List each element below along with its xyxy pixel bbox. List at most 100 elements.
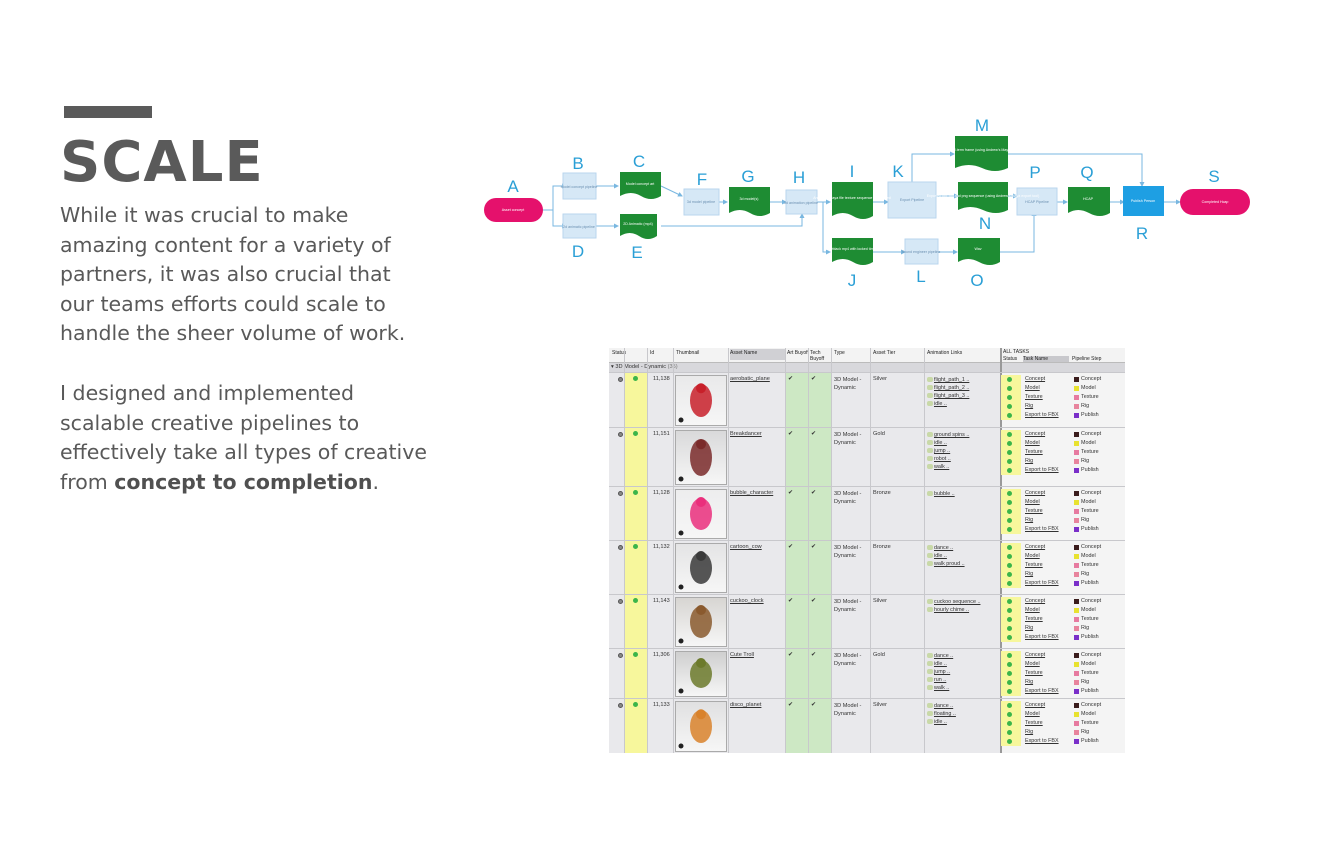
animation-link[interactable]: dance .. — [927, 652, 953, 660]
task-name-link[interactable]: Texture — [1025, 720, 1043, 726]
task-name-link[interactable]: Concept — [1025, 598, 1046, 604]
task-row[interactable]: Export to FBX Publish — [1001, 687, 1125, 696]
animation-link[interactable]: walk proud .. — [927, 560, 965, 568]
task-row[interactable]: Rig Rig — [1001, 516, 1125, 525]
animation-link[interactable]: cuckoo sequence .. — [927, 598, 980, 606]
task-name-link[interactable]: Rig — [1025, 679, 1034, 685]
task-name-link[interactable]: Model — [1025, 499, 1040, 505]
task-name-link[interactable]: Concept — [1025, 702, 1046, 708]
table-row[interactable]: 11,151 Breakdancer ✔ ✔ 3D Model - Dynami… — [609, 427, 1125, 487]
status-indicator-icon[interactable] — [618, 703, 623, 708]
task-row[interactable]: Rig Rig — [1001, 728, 1125, 737]
task-name-link[interactable]: Model — [1025, 385, 1040, 391]
asset-thumbnail[interactable] — [675, 489, 727, 539]
header-pipeline-step[interactable]: Pipeline Step — [1072, 356, 1102, 362]
task-row[interactable]: Export to FBX Publish — [1001, 737, 1125, 746]
animation-link[interactable]: walk .. — [927, 463, 969, 471]
task-row[interactable]: Texture Texture — [1001, 393, 1125, 402]
task-name-link[interactable]: Rig — [1025, 571, 1034, 577]
animation-link[interactable]: run .. — [927, 676, 953, 684]
task-name-link[interactable]: Rig — [1025, 517, 1034, 523]
header-thumbnail[interactable]: Thumbnail — [676, 350, 700, 356]
header-status[interactable]: Status — [612, 350, 627, 356]
animation-link[interactable]: flight_path_2 .. — [927, 384, 969, 392]
tech-buyoff-check-icon[interactable]: ✔ — [811, 490, 817, 496]
task-row[interactable]: Model Model — [1001, 660, 1125, 669]
asset-thumbnail[interactable] — [675, 543, 727, 593]
status-indicator-icon[interactable] — [618, 377, 623, 382]
animation-link[interactable]: hourly chime .. — [927, 606, 980, 614]
task-row[interactable]: Export to FBX Publish — [1001, 411, 1125, 420]
task-row[interactable]: Model Model — [1001, 498, 1125, 507]
task-name-link[interactable]: Texture — [1025, 670, 1043, 676]
task-row[interactable]: Export to FBX Publish — [1001, 466, 1125, 475]
art-buyoff-check-icon[interactable]: ✔ — [788, 598, 794, 604]
table-row[interactable]: 11,138 aerobatic_plane ✔ ✔ 3D Model - Dy… — [609, 372, 1125, 428]
animation-link[interactable]: idle .. — [927, 400, 969, 408]
task-row[interactable]: Model Model — [1001, 552, 1125, 561]
task-name-link[interactable]: Model — [1025, 661, 1040, 667]
task-name-link[interactable]: Texture — [1025, 562, 1043, 568]
status-indicator-icon[interactable] — [618, 599, 623, 604]
asset-name-link[interactable]: cuckoo_clock — [730, 598, 764, 604]
tech-buyoff-check-icon[interactable]: ✔ — [811, 544, 817, 550]
task-row[interactable]: Model Model — [1001, 606, 1125, 615]
animation-link[interactable]: idle .. — [927, 660, 953, 668]
table-row[interactable]: 11,306 Cute Troll ✔ ✔ 3D Model - Dynamic… — [609, 648, 1125, 699]
asset-thumbnail[interactable] — [675, 701, 727, 752]
header-animation-links[interactable]: Animation Links — [927, 350, 963, 356]
art-buyoff-check-icon[interactable]: ✔ — [788, 431, 794, 437]
animation-link[interactable]: walk .. — [927, 684, 953, 692]
group-row[interactable]: ▾ 3D Model - Dynamic (35) — [609, 363, 1125, 372]
task-name-link[interactable]: Export to FBX — [1025, 412, 1059, 418]
animation-link[interactable]: ground spins .. — [927, 431, 969, 439]
tech-buyoff-check-icon[interactable]: ✔ — [811, 598, 817, 604]
task-row[interactable]: Export to FBX Publish — [1001, 633, 1125, 642]
asset-thumbnail[interactable] — [675, 375, 727, 426]
task-row[interactable]: Texture Texture — [1001, 448, 1125, 457]
task-name-link[interactable]: Model — [1025, 607, 1040, 613]
tech-buyoff-check-icon[interactable]: ✔ — [811, 376, 817, 382]
task-row[interactable]: Model Model — [1001, 710, 1125, 719]
header-task-status[interactable]: Status — [1003, 356, 1018, 362]
asset-thumbnail[interactable] — [675, 430, 727, 485]
art-buyoff-check-icon[interactable]: ✔ — [788, 652, 794, 658]
task-name-link[interactable]: Export to FBX — [1025, 634, 1059, 640]
table-row[interactable]: 11,128 bubble_character ✔ ✔ 3D Model - D… — [609, 486, 1125, 541]
animation-link[interactable]: idle .. — [927, 552, 965, 560]
task-row[interactable]: Rig Rig — [1001, 402, 1125, 411]
task-name-link[interactable]: Rig — [1025, 729, 1034, 735]
task-name-link[interactable]: Texture — [1025, 394, 1043, 400]
header-id[interactable]: Id — [650, 350, 655, 356]
header-art-buyoff[interactable]: Art Buyoff — [787, 350, 809, 356]
task-row[interactable]: Export to FBX Publish — [1001, 579, 1125, 588]
asset-name-link[interactable]: bubble_character — [730, 490, 774, 496]
task-name-link[interactable]: Model — [1025, 711, 1040, 717]
task-row[interactable]: Concept Concept — [1001, 701, 1125, 710]
animation-link[interactable]: robot .. — [927, 455, 969, 463]
task-row[interactable]: Texture Texture — [1001, 561, 1125, 570]
task-row[interactable]: Texture Texture — [1001, 615, 1125, 624]
task-name-link[interactable]: Texture — [1025, 449, 1043, 455]
art-buyoff-check-icon[interactable]: ✔ — [788, 702, 794, 708]
tech-buyoff-check-icon[interactable]: ✔ — [811, 702, 817, 708]
table-row[interactable]: 11,132 cartoon_cow ✔ ✔ 3D Model - Dynami… — [609, 540, 1125, 595]
task-name-link[interactable]: Rig — [1025, 403, 1034, 409]
asset-name-link[interactable]: cartoon_cow — [730, 544, 762, 550]
animation-link[interactable]: dance .. — [927, 544, 965, 552]
tech-buyoff-check-icon[interactable]: ✔ — [811, 431, 817, 437]
task-row[interactable]: Texture Texture — [1001, 719, 1125, 728]
task-name-link[interactable]: Rig — [1025, 458, 1034, 464]
animation-link[interactable]: idle .. — [927, 718, 956, 726]
header-all-tasks[interactable]: ALL TASKS — [1003, 349, 1030, 355]
asset-name-link[interactable]: aerobatic_plane — [730, 376, 770, 382]
art-buyoff-check-icon[interactable]: ✔ — [788, 376, 794, 382]
art-buyoff-check-icon[interactable]: ✔ — [788, 490, 794, 496]
task-row[interactable]: Concept Concept — [1001, 651, 1125, 660]
task-row[interactable]: Rig Rig — [1001, 457, 1125, 466]
task-name-link[interactable]: Rig — [1025, 625, 1034, 631]
status-indicator-icon[interactable] — [618, 491, 623, 496]
task-row[interactable]: Concept Concept — [1001, 489, 1125, 498]
animation-link[interactable]: flight_path_1 .. — [927, 376, 969, 384]
animation-link[interactable]: jump .. — [927, 447, 969, 455]
